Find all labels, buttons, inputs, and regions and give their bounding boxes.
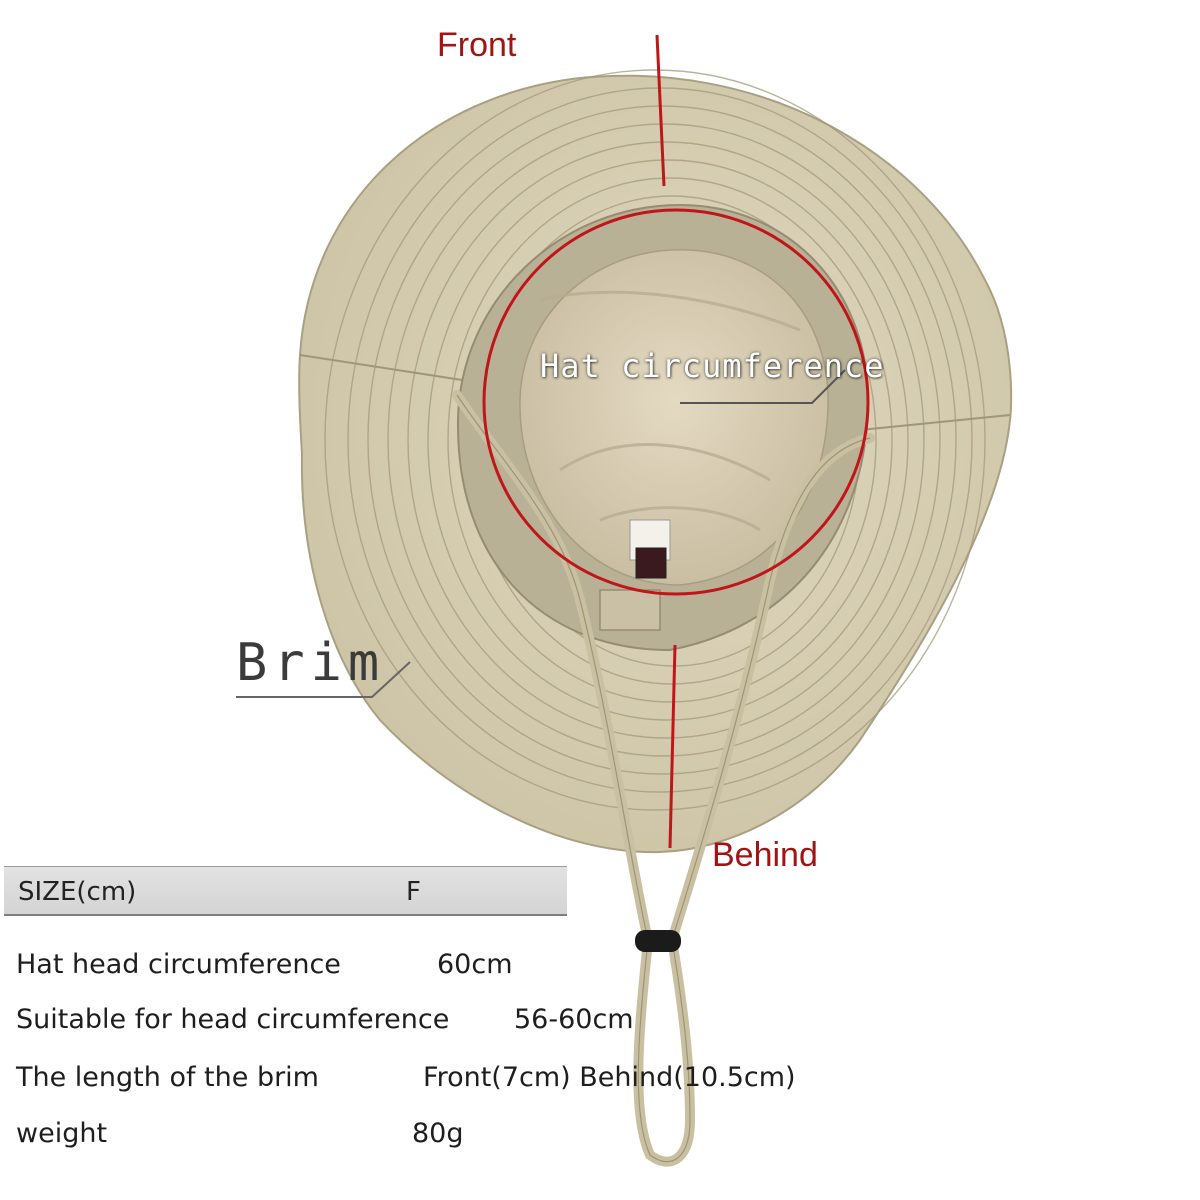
brand-label bbox=[635, 547, 667, 579]
front-brim-line bbox=[655, 34, 666, 187]
row-label-brim-length: The length of the brim bbox=[16, 1062, 319, 1093]
back-tab bbox=[599, 589, 661, 631]
strap-stopper bbox=[635, 930, 681, 952]
front-label: Front bbox=[437, 26, 517, 64]
behind-brim-line bbox=[668, 644, 677, 849]
brim-leader bbox=[236, 661, 411, 698]
circumference-leader bbox=[680, 369, 846, 404]
behind-label: Behind bbox=[712, 836, 818, 874]
row-value-suitable-circumference: 56-60cm bbox=[514, 1004, 634, 1035]
brim-label: Brim bbox=[236, 633, 386, 693]
row-value-hat-circumference: 60cm bbox=[437, 949, 513, 980]
row-label-suitable-circumference: Suitable for head circumference bbox=[16, 1004, 450, 1035]
brim-seam-left bbox=[299, 354, 463, 381]
hat-lining bbox=[519, 249, 829, 586]
circumference-circle bbox=[482, 208, 870, 596]
size-header-value: F bbox=[406, 877, 421, 907]
row-label-weight: weight bbox=[16, 1118, 108, 1149]
row-label-hat-circumference: Hat head circumference bbox=[16, 949, 341, 980]
size-table-header: SIZE(cm) F bbox=[4, 866, 567, 916]
lining-fold bbox=[539, 290, 801, 532]
row-value-weight: 80g bbox=[412, 1118, 464, 1149]
hat-circumference-label: Hat circumference bbox=[540, 347, 885, 385]
size-header-label: SIZE(cm) bbox=[18, 877, 137, 907]
brim-seam-right bbox=[859, 414, 1011, 431]
row-value-brim-length: Front(7cm) Behind(10.5cm) bbox=[423, 1062, 796, 1093]
